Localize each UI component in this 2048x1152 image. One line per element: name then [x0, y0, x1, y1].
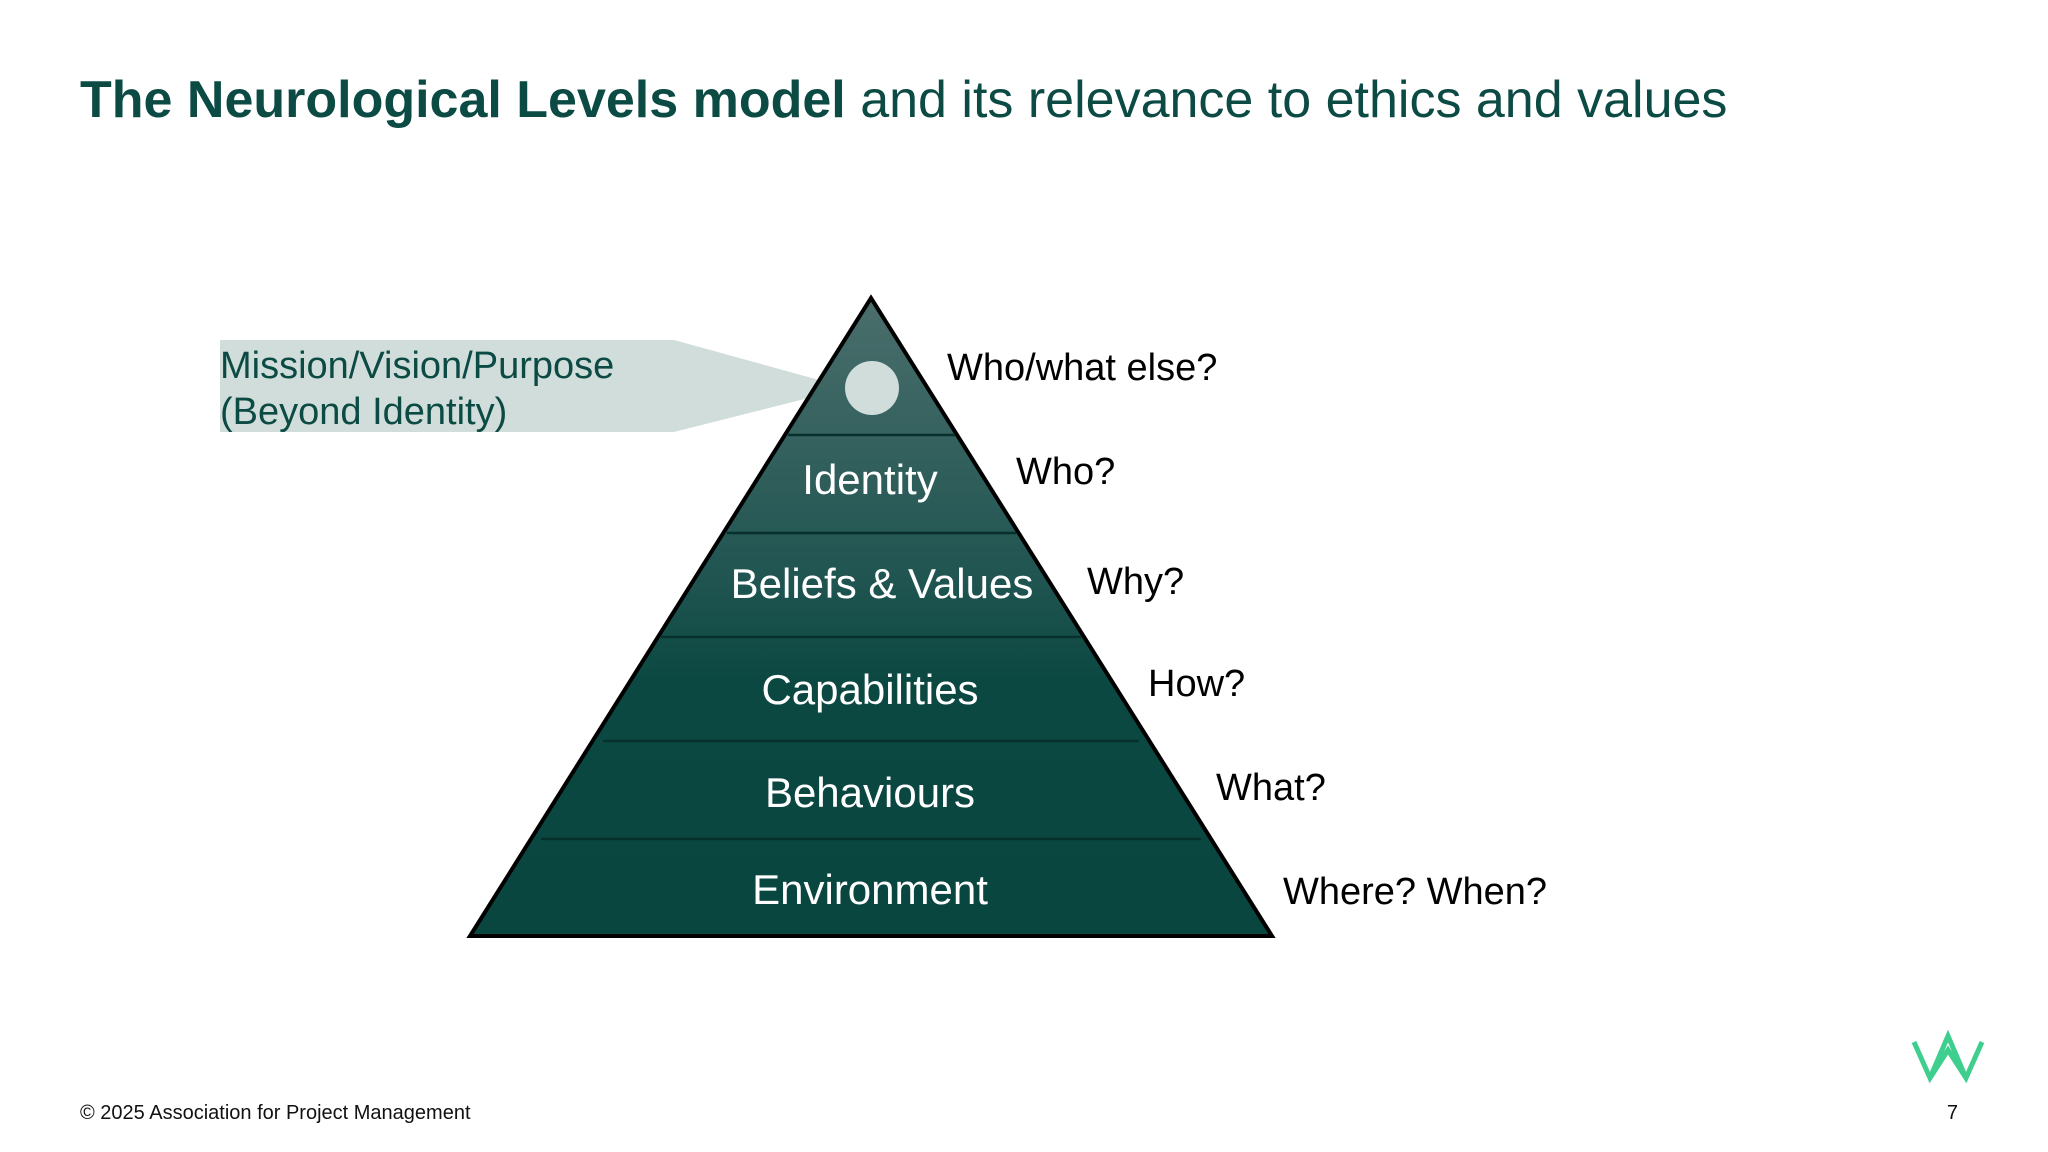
level-capabilities-label: Capabilities	[761, 666, 978, 713]
question-who-what-else: Who/what else?	[947, 347, 1217, 389]
page-number: 7	[1946, 1102, 1958, 1124]
callout-line-1: Mission/Vision/Purpose	[220, 345, 614, 387]
callout-line-2: (Beyond Identity)	[220, 391, 507, 433]
level-identity-label: Identity	[802, 456, 937, 503]
pyramid	[466, 294, 1276, 938]
apm-crown-logo-icon	[1911, 1030, 1985, 1084]
question-where-when: Where? When?	[1283, 871, 1547, 913]
question-who: Who?	[1016, 451, 1115, 493]
callout-banner	[220, 340, 848, 432]
beyond-identity-circle	[845, 361, 899, 415]
slide-title: The Neurological Levels model and its re…	[80, 68, 1727, 132]
level-behaviours-label: Behaviours	[765, 769, 975, 816]
footer-copyright: © 2025 Association for Project Managemen…	[80, 1102, 471, 1124]
question-why: Why?	[1087, 561, 1184, 603]
title-rest-part: and its relevance to ethics and values	[845, 71, 1728, 129]
question-what: What?	[1216, 767, 1326, 809]
level-beliefs-values-label: Beliefs & Values	[731, 560, 1034, 607]
title-bold-part: The Neurological Levels model	[80, 71, 846, 129]
level-dividers	[541, 433, 1201, 841]
level-environment-label: Environment	[752, 866, 988, 913]
question-how: How?	[1148, 663, 1245, 705]
